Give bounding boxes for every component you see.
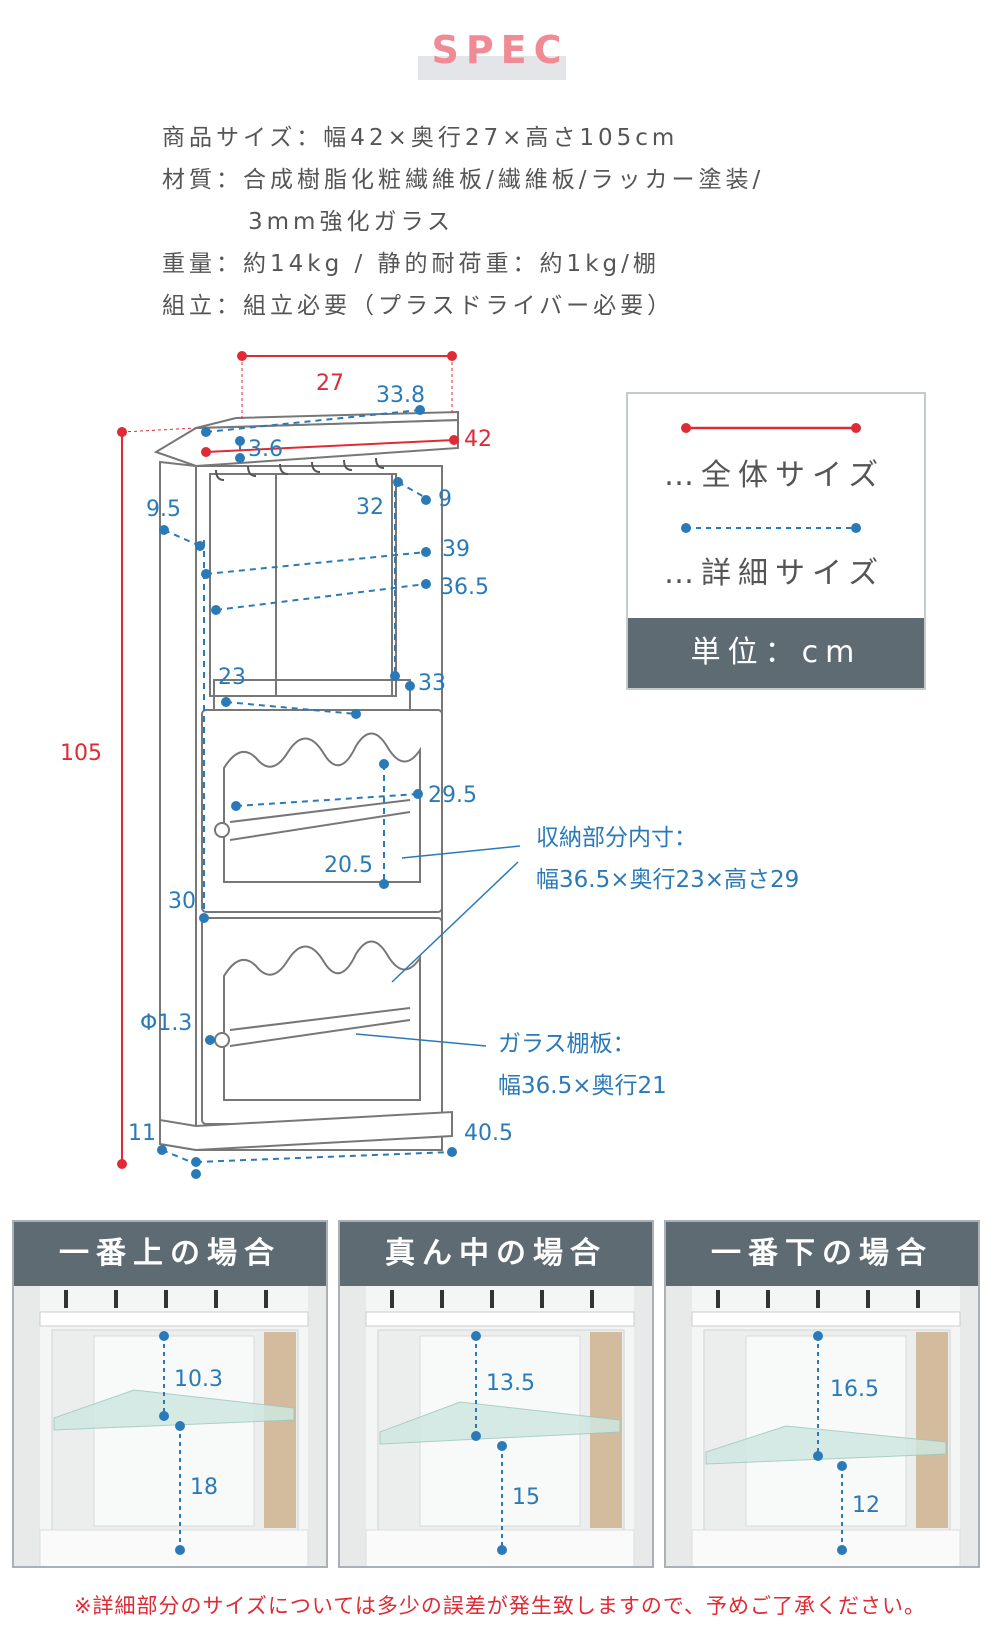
legend-unit: 単位：cm [628, 618, 924, 688]
dim-20-5: 20.5 [324, 853, 373, 878]
case-bottom-photo: 16.5 12 [666, 1286, 978, 1566]
spec-material: 材質：合成樹脂化粧繊維板/繊維板/ラッカー塗装/ [162, 167, 765, 193]
dim-9: 9 [438, 487, 452, 512]
case-bottom: 一番下の場合 16.5 12 [664, 1220, 980, 1568]
dim-33: 33 [418, 671, 446, 696]
glass-shelf-value: 幅36.5×奥行21 [498, 1073, 667, 1099]
spec-assembly: 組立：組立必要（プラスドライバー必要） [162, 293, 675, 319]
legend-box: …全体サイズ …詳細サイズ 単位：cm [626, 392, 926, 690]
case-top-upper: 10.3 [174, 1367, 223, 1392]
detail-dimensions [161, 409, 453, 1165]
case-middle-lower: 15 [512, 1485, 540, 1510]
storage-inner-label: 収納部分内寸： [536, 825, 697, 851]
dim-27: 27 [316, 371, 344, 396]
dim-29-5: 29.5 [428, 783, 477, 808]
dim-32: 32 [356, 495, 384, 520]
dim-9-5: 9.5 [146, 497, 181, 522]
product-diagram: 27 33.8 3.6 42 9.5 32 9 39 36.5 23 33 10… [60, 351, 521, 1179]
dim-3-6: 3.6 [248, 437, 283, 462]
cabinet-outline [153, 410, 459, 1152]
case-top-lower: 18 [190, 1475, 218, 1500]
dim-42: 42 [464, 427, 492, 452]
dim-40-5: 40.5 [464, 1121, 513, 1146]
case-middle-upper: 13.5 [486, 1371, 535, 1396]
legend-detail-text: …詳細サイズ [664, 556, 886, 591]
case-bottom-title: 一番下の場合 [666, 1222, 978, 1286]
hooks [215, 457, 385, 481]
case-bottom-lower: 12 [852, 1493, 880, 1518]
glass-shelf-label: ガラス棚板： [498, 1031, 636, 1057]
legend-overall-text: …全体サイズ [664, 458, 886, 493]
disclaimer-note: ※詳細部分のサイズについては多少の誤差が発生致しますので、予めご了承ください。 [73, 1594, 927, 1618]
case-middle-title: 真ん中の場合 [340, 1222, 652, 1286]
case-bottom-upper: 16.5 [830, 1377, 879, 1402]
spec-weight: 重量：約14kg / 静的耐荷重：約1kg/棚 [162, 251, 660, 277]
dim-phi-1-3: Φ1.3 [140, 1011, 192, 1036]
storage-inner-value: 幅36.5×奥行23×高さ29 [536, 867, 800, 893]
dim-33-8: 33.8 [376, 383, 425, 408]
dim-11: 11 [128, 1121, 156, 1146]
spec-material-cont: 3mm強化ガラス [248, 209, 454, 235]
case-middle-photo: 13.5 15 [340, 1286, 652, 1566]
page-title: SPEC [431, 28, 569, 72]
spec-size: 商品サイズ：幅42×奥行27×高さ105cm [162, 125, 679, 151]
dim-105: 105 [60, 741, 102, 766]
dim-36-5: 36.5 [440, 575, 489, 600]
case-top-title: 一番上の場合 [14, 1222, 326, 1286]
dim-39: 39 [442, 537, 470, 562]
case-top-photo: 10.3 18 [14, 1286, 326, 1566]
dim-23: 23 [218, 665, 246, 690]
title-band [418, 56, 566, 80]
dim-30: 30 [168, 889, 196, 914]
case-top: 一番上の場合 10.3 18 [12, 1220, 328, 1568]
case-middle: 真ん中の場合 13.5 15 [338, 1220, 654, 1568]
